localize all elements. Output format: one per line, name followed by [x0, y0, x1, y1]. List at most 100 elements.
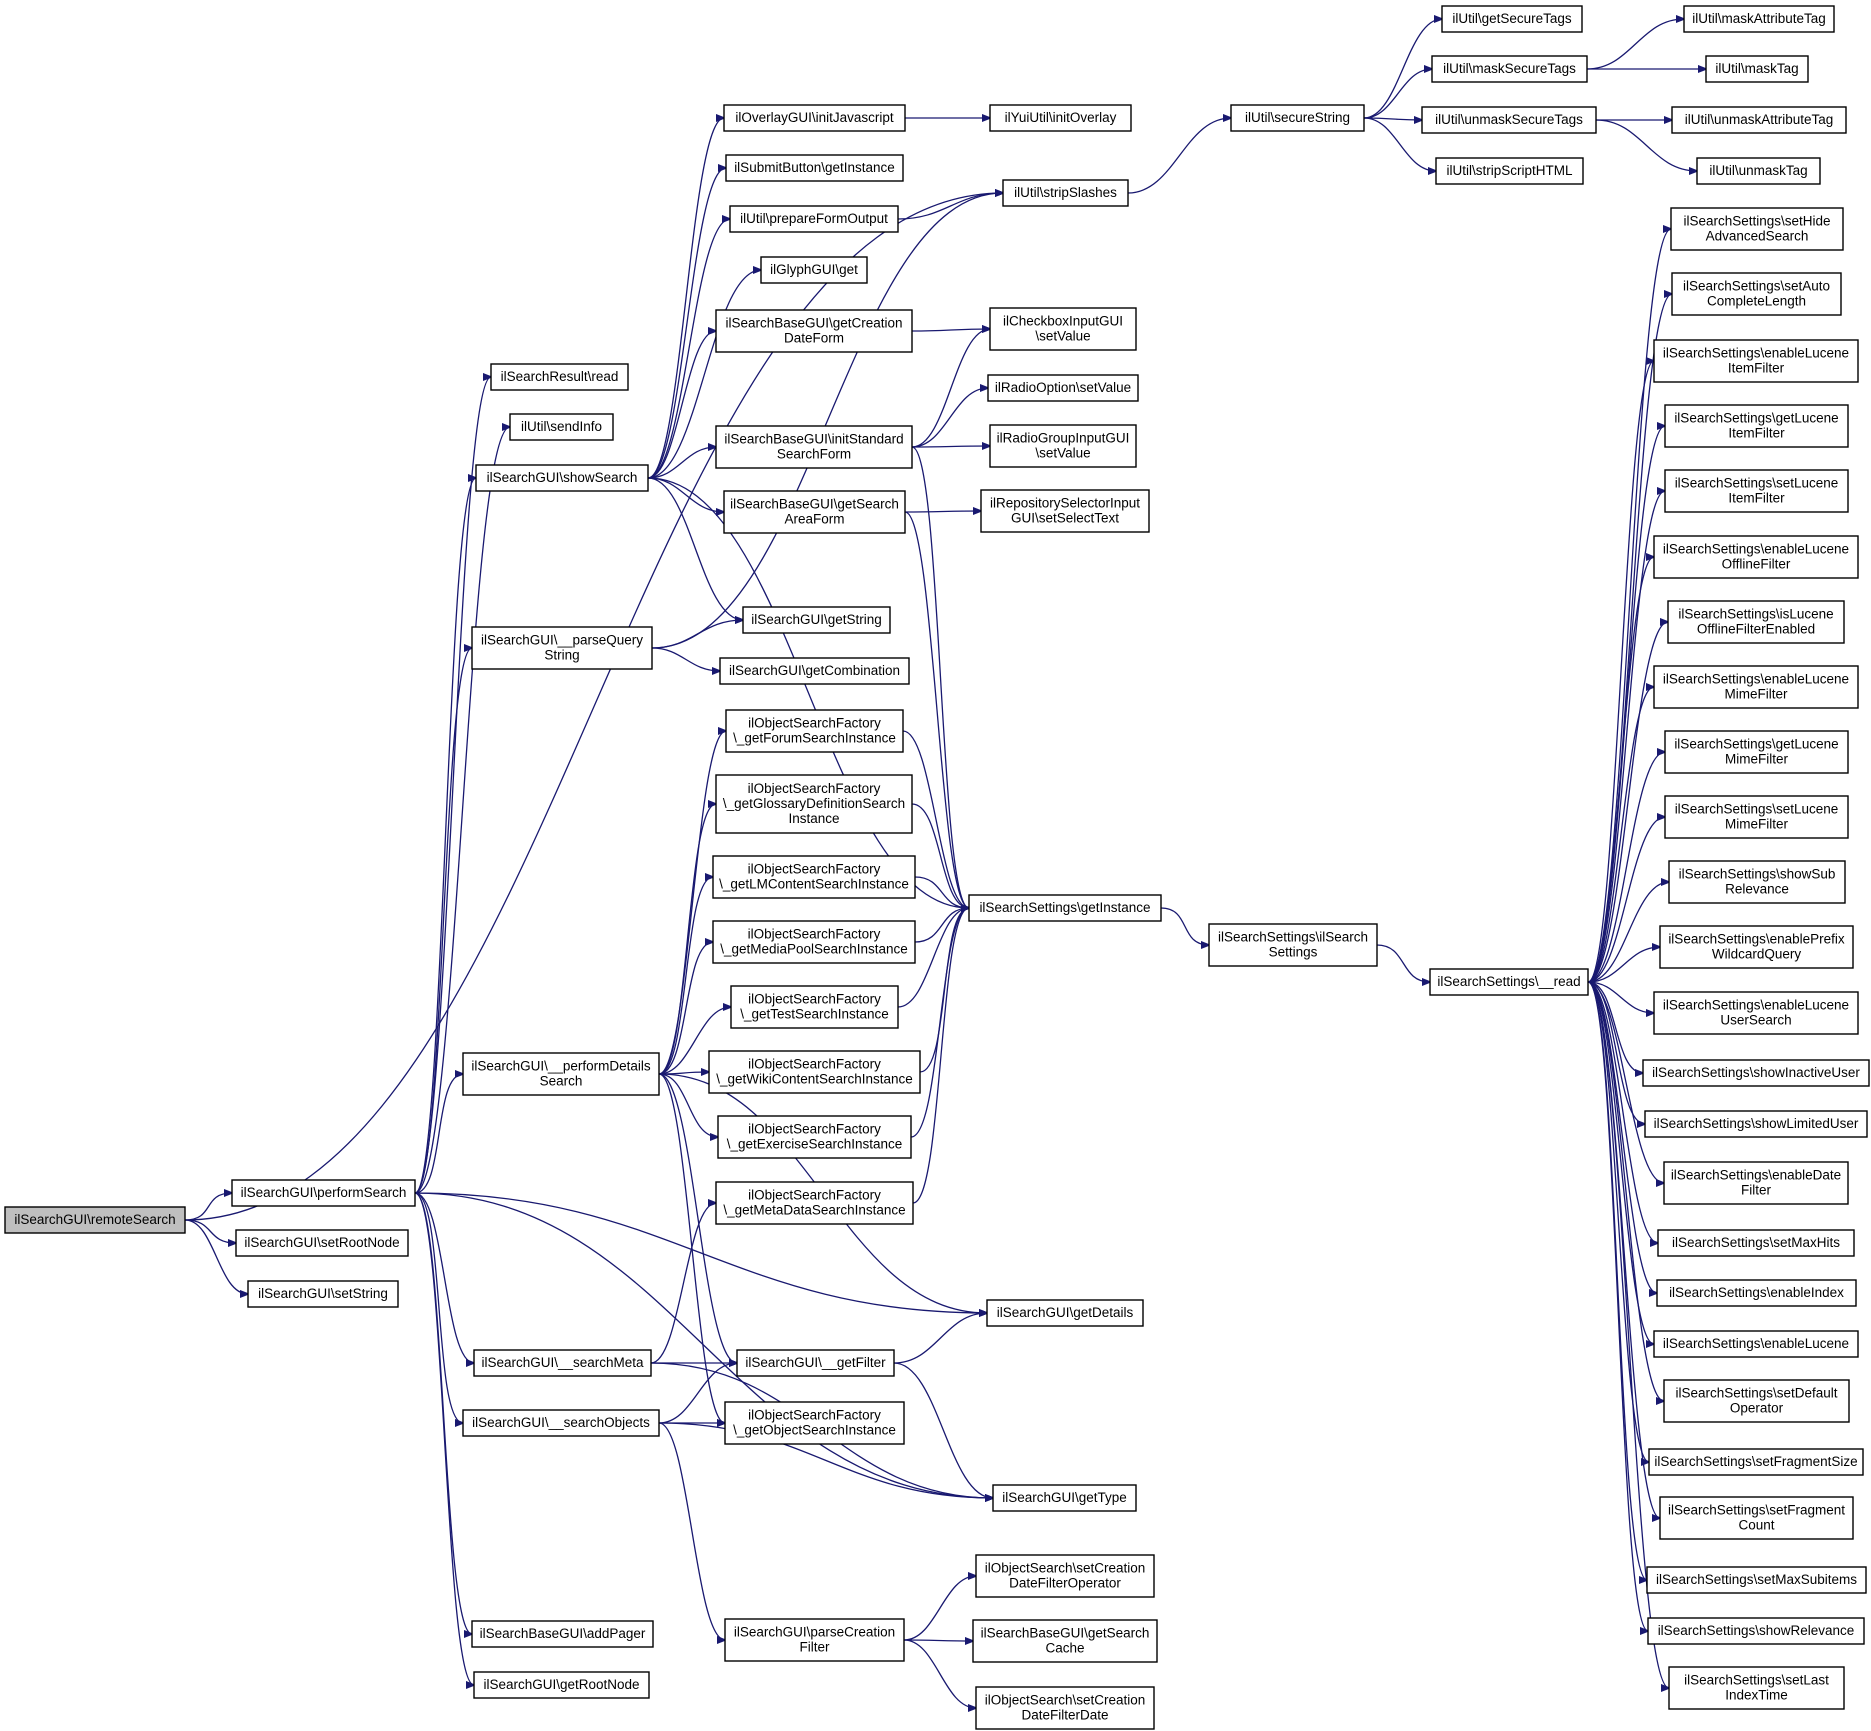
node-box[interactable] — [1659, 925, 1854, 969]
graph-node[interactable]: ilObjectSearchFactory\_getGlossaryDefini… — [715, 774, 913, 834]
graph-node[interactable]: ilSearchGUI\__getFilter — [736, 1349, 895, 1377]
graph-node[interactable]: ilUtil\getSecureTags — [1441, 5, 1583, 33]
graph-node[interactable]: ilSearchGUI\performSearch — [231, 1179, 416, 1207]
graph-node[interactable]: ilSearchSettings\enableLucene — [1653, 1330, 1859, 1358]
node-box[interactable] — [1657, 1229, 1855, 1257]
node-box[interactable] — [1230, 104, 1365, 132]
graph-node[interactable]: ilUtil\maskAttributeTag — [1683, 5, 1835, 33]
graph-node[interactable]: ilObjectSearchFactory\_getWikiContentSea… — [708, 1050, 921, 1094]
graph-node[interactable]: ilYuiUtil\initOverlay — [989, 104, 1132, 132]
graph-node[interactable]: ilUtil\stripScriptHTML — [1435, 157, 1584, 185]
node-box[interactable] — [1705, 55, 1809, 83]
graph-node[interactable]: ilObjectSearchFactory\_getMediaPoolSearc… — [712, 920, 916, 964]
node-box[interactable] — [736, 1349, 895, 1377]
graph-node[interactable]: ilSearchGUI\getCombination — [719, 657, 910, 685]
node-box[interactable] — [1653, 1330, 1859, 1358]
graph-node[interactable]: ilUtil\stripSlashes — [1002, 179, 1129, 207]
node-box[interactable] — [475, 464, 649, 492]
node-box[interactable] — [1002, 179, 1129, 207]
graph-node[interactable]: ilGlyphGUI\get — [760, 256, 868, 284]
node-box[interactable] — [1670, 207, 1844, 251]
node-box[interactable] — [980, 489, 1150, 533]
node-box[interactable] — [1668, 860, 1846, 904]
graph-node[interactable]: ilSearchBaseGUI\addPager — [471, 1620, 654, 1648]
node-box[interactable] — [725, 154, 904, 182]
graph-node[interactable]: ilSearchSettings\__read — [1429, 968, 1589, 996]
node-box[interactable] — [712, 855, 916, 899]
graph-node[interactable]: ilObjectSearchFactory\_getForumSearchIns… — [725, 709, 904, 753]
node-box[interactable] — [989, 307, 1137, 351]
node-box[interactable] — [1683, 5, 1835, 33]
node-box[interactable] — [1647, 1617, 1865, 1645]
node-box[interactable] — [1644, 1110, 1868, 1138]
node-box[interactable] — [462, 1052, 660, 1096]
node-box[interactable] — [717, 1115, 912, 1159]
graph-node[interactable]: ilUtil\unmaskSecureTags — [1421, 106, 1597, 134]
node-box[interactable] — [4, 1206, 186, 1234]
graph-node[interactable]: ilUtil\secureString — [1230, 104, 1365, 132]
node-box[interactable] — [1668, 1666, 1845, 1710]
graph-node[interactable]: ilObjectSearchFactory\_getObjectSearchIn… — [724, 1401, 905, 1445]
graph-node[interactable]: ilObjectSearchFactory\_getMetaDataSearch… — [715, 1181, 914, 1225]
node-box[interactable] — [723, 490, 906, 534]
node-box[interactable] — [760, 256, 868, 284]
node-box[interactable] — [742, 606, 891, 634]
graph-node[interactable]: ilObjectSearchFactory\_getExerciseSearch… — [717, 1115, 912, 1159]
node-box[interactable] — [473, 1671, 650, 1699]
node-box[interactable] — [715, 774, 913, 834]
graph-node[interactable]: ilSearchSettings\ilSearchSettings — [1208, 923, 1378, 967]
graph-node[interactable]: ilSearchResult\read — [490, 363, 629, 391]
graph-node[interactable]: ilObjectSearchFactory\_getLMContentSearc… — [712, 855, 916, 899]
graph-node[interactable]: ilSearchGUI\__searchMeta — [473, 1349, 652, 1377]
node-box[interactable] — [1653, 665, 1859, 709]
graph-node[interactable]: ilSearchGUI\getType — [992, 1484, 1137, 1512]
node-box[interactable] — [719, 657, 910, 685]
node-box[interactable] — [730, 985, 899, 1029]
node-box[interactable] — [1653, 339, 1859, 383]
node-box[interactable] — [708, 1050, 921, 1094]
graph-node[interactable]: ilSearchSettings\showLimitedUser — [1644, 1110, 1868, 1138]
graph-node[interactable]: ilUtil\sendInfo — [509, 413, 614, 441]
node-box[interactable] — [1664, 404, 1849, 448]
node-box[interactable] — [1664, 795, 1849, 839]
graph-node[interactable]: ilRadioGroupInputGUI\setValue — [989, 424, 1137, 468]
node-box[interactable] — [989, 424, 1137, 468]
node-box[interactable] — [975, 1686, 1155, 1730]
node-box[interactable] — [723, 104, 906, 132]
graph-node[interactable]: ilSearchSettings\enableIndex — [1656, 1279, 1857, 1307]
node-box[interactable] — [1431, 55, 1588, 83]
graph-node[interactable]: ilSearchSettings\showRelevance — [1647, 1617, 1865, 1645]
node-box[interactable] — [987, 374, 1139, 402]
node-box[interactable] — [235, 1229, 409, 1257]
node-box[interactable] — [992, 1484, 1137, 1512]
graph-node[interactable]: ilSearchGUI\getString — [742, 606, 891, 634]
node-box[interactable] — [986, 1299, 1144, 1327]
node-box[interactable] — [1659, 1496, 1854, 1540]
node-box[interactable] — [968, 894, 1162, 922]
graph-node[interactable]: ilSearchGUI\setString — [247, 1280, 399, 1308]
node-box[interactable] — [1435, 157, 1584, 185]
node-box[interactable] — [231, 1179, 416, 1207]
node-box[interactable] — [1441, 5, 1583, 33]
node-box[interactable] — [1642, 1059, 1870, 1087]
graph-node[interactable]: ilRepositorySelectorInputGUI\setSelectTe… — [980, 489, 1150, 533]
graph-node[interactable]: ilOverlayGUI\initJavascript — [723, 104, 906, 132]
node-box[interactable] — [1664, 730, 1849, 774]
graph-node[interactable]: ilSearchSettings\getInstance — [968, 894, 1162, 922]
node-box[interactable] — [1646, 1566, 1867, 1594]
graph-node[interactable]: ilSearchSettings\enableLuceneOfflineFilt… — [1653, 535, 1859, 579]
